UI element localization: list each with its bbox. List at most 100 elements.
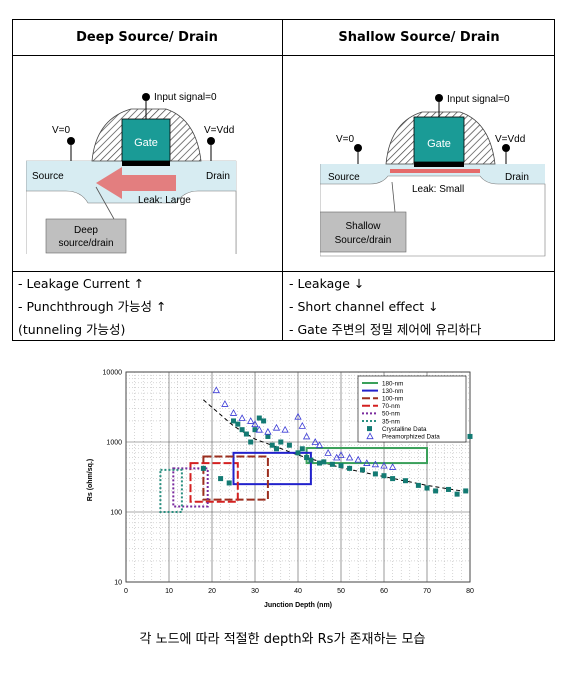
preamorphized-point: [238, 414, 246, 421]
x-tick-label: 50: [337, 588, 345, 595]
crystalline-point: [200, 465, 206, 471]
y-tick-label: 100: [110, 510, 122, 517]
crystalline-point: [252, 427, 258, 433]
crystalline-point: [295, 450, 301, 456]
x-tick-label: 40: [294, 588, 302, 595]
crystalline-point: [299, 446, 305, 452]
deep-v0-label: V=0: [52, 125, 71, 136]
crystalline-point: [256, 415, 262, 421]
preamorphized-point: [380, 461, 388, 469]
crystalline-point: [308, 457, 314, 463]
crystalline-point: [467, 433, 473, 439]
shallow-callout-line2: Source/drain: [335, 235, 392, 246]
shallow-callout-line1: Shallow: [345, 221, 381, 232]
shallow-input-label: Input signal=0: [447, 94, 510, 105]
preamorphized-point: [294, 412, 302, 420]
deep-callout-line2: source/drain: [58, 238, 113, 249]
crystalline-point: [286, 442, 292, 448]
crystalline-point: [261, 418, 267, 424]
deep-input-label: Input signal=0: [154, 92, 217, 103]
deep-bullet-leakage: - Leakage Current ↑: [18, 276, 145, 291]
shallow-leak-label: Leak: Small: [412, 184, 464, 195]
preamorphized-point: [221, 400, 229, 407]
x-axis-label: Junction Depth (nm): [264, 602, 332, 609]
preamorphized-point: [247, 417, 255, 424]
shallow-v0-label: V=0: [336, 134, 355, 145]
shallow-bullet-gate-control: - Gate 주변의 정밀 제어에 유리하다: [289, 322, 482, 337]
crystalline-point: [463, 488, 469, 494]
preamorphized-point: [354, 455, 362, 463]
preamorphized-point: [264, 427, 272, 435]
header-deep-source-drain: Deep Source/ Drain: [76, 29, 218, 45]
crystalline-point: [360, 467, 365, 473]
preamorphized-point: [324, 449, 332, 456]
legend-label: 70-nm: [382, 403, 400, 410]
legend-label: Preamorphized Data: [382, 434, 440, 441]
crystalline-point: [424, 485, 430, 491]
legend-swatch: [367, 426, 372, 432]
legend-box: [357, 375, 467, 443]
shallow-source-drain-diagram: Input signal=0 V=0 V=Vdd Gate Source Dra…: [320, 94, 546, 257]
crystalline-point: [269, 442, 275, 448]
legend-label: 100-nm: [382, 396, 403, 403]
crystalline-point: [329, 461, 335, 467]
preamorphized-point: [315, 441, 324, 449]
legend-label: Crystalline Data: [382, 426, 427, 433]
deep-vdd-label: V=Vdd: [204, 125, 234, 136]
preamorphized-point: [345, 453, 354, 461]
preamorphized-point: [311, 438, 319, 445]
crystalline-point: [218, 476, 224, 482]
box-70-nm: [189, 462, 239, 503]
box-100-nm: [202, 455, 269, 501]
deep-source-label: Source: [32, 171, 64, 182]
crystalline-point: [231, 418, 236, 424]
preamorphized-point: [229, 409, 238, 416]
crystalline-point: [304, 455, 310, 461]
y-axis-label: Rs (ohm/sq.): [87, 459, 94, 501]
legend-label: 130-nm: [382, 388, 403, 395]
header-divider: [12, 55, 555, 56]
preamorphized-point: [251, 420, 259, 428]
crystalline-point: [446, 486, 451, 492]
crystalline-point: [433, 488, 439, 494]
crystalline-point: [390, 476, 396, 482]
deep-bullet-tunneling: (tunneling 가능성): [18, 322, 126, 337]
crystalline-point: [403, 478, 408, 484]
x-tick-label: 80: [466, 588, 474, 595]
crystalline-point: [415, 482, 421, 488]
crystalline-point: [235, 421, 241, 427]
shallow-source-label: Source: [328, 172, 360, 183]
crystalline-point: [274, 446, 279, 452]
x-tick-label: 20: [208, 588, 216, 595]
header-shallow-source-drain: Shallow Source/ Drain: [338, 29, 500, 45]
preamorphized-point: [388, 463, 397, 470]
preamorphized-point: [272, 423, 281, 431]
legend-swatch: [366, 432, 374, 440]
image-row-divider: [12, 271, 555, 272]
preamorphized-point: [371, 460, 380, 468]
preamorphized-point: [281, 425, 289, 433]
preamorphized-point: [337, 451, 345, 458]
legend-label: 180-nm: [382, 380, 403, 387]
preamorphized-point: [298, 422, 306, 429]
preamorphized-point: [212, 386, 220, 394]
shallow-gate-label: Gate: [427, 138, 451, 150]
preamorphized-point: [302, 432, 311, 440]
deep-bullet-punchthrough: - Punchthrough 가능성 ↑: [18, 299, 167, 314]
y-tick-label: 1000: [106, 440, 122, 447]
shallow-bullet-short-channel: - Short channel effect ↓: [289, 299, 439, 314]
box-130-nm: [232, 451, 312, 486]
crystalline-point: [347, 465, 353, 471]
y-tick-label: 10: [114, 580, 122, 587]
figure-caption: 각 노드에 따라 적절한 depth와 Rs가 존재하는 모습: [139, 632, 426, 647]
shallow-vdd-label: V=Vdd: [495, 134, 525, 145]
crystalline-point: [226, 480, 232, 486]
shallow-bullet-leakage: - Leakage ↓: [289, 276, 365, 291]
crystalline-point: [372, 471, 378, 477]
data-points: [200, 386, 473, 497]
crystalline-point: [317, 460, 322, 466]
x-tick-label: 70: [423, 588, 431, 595]
crystalline-point: [321, 459, 327, 465]
crystalline-point: [265, 433, 271, 439]
table-border: [12, 19, 555, 341]
